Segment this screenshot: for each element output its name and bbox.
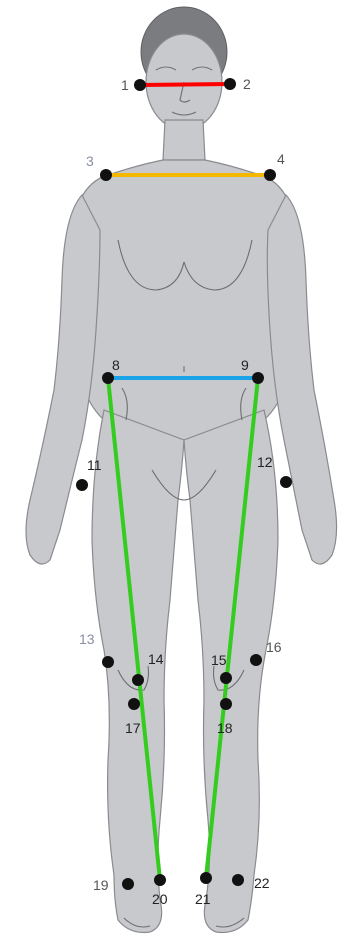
neck-shape — [163, 120, 205, 160]
landmark-point-8 — [102, 372, 114, 384]
landmark-point-11 — [76, 479, 88, 491]
torso-shape — [74, 160, 295, 440]
landmark-label-22: 22 — [254, 875, 270, 891]
landmark-point-9 — [252, 372, 264, 384]
landmark-label-3: 3 — [86, 153, 94, 169]
head-width-line — [140, 84, 230, 85]
landmark-label-14: 14 — [148, 651, 164, 667]
landmark-point-18 — [220, 698, 232, 710]
left-arm-shape — [26, 195, 100, 564]
landmark-point-13 — [102, 656, 114, 668]
right-leg-shape — [184, 410, 278, 933]
landmark-label-2: 2 — [243, 76, 251, 92]
landmark-label-16: 16 — [266, 639, 282, 655]
landmark-label-17: 17 — [125, 720, 141, 736]
landmark-label-21: 21 — [195, 891, 211, 907]
landmark-point-1 — [134, 79, 146, 91]
landmark-label-12: 12 — [257, 454, 273, 470]
body-silhouette — [26, 7, 337, 933]
landmark-point-16 — [250, 654, 262, 666]
landmark-label-18: 18 — [217, 720, 233, 736]
landmark-label-8: 8 — [112, 357, 120, 373]
landmark-point-14 — [132, 674, 144, 686]
landmark-label-9: 9 — [241, 357, 249, 373]
landmark-label-19: 19 — [93, 877, 109, 893]
landmark-point-22 — [232, 874, 244, 886]
landmark-label-4: 4 — [277, 151, 285, 167]
landmark-label-11: 11 — [87, 457, 102, 473]
landmark-point-21 — [200, 872, 212, 884]
landmark-point-2 — [224, 78, 236, 90]
landmark-point-15 — [220, 672, 232, 684]
landmark-point-12 — [280, 476, 292, 488]
landmark-point-3 — [100, 169, 112, 181]
landmark-point-20 — [154, 874, 166, 886]
landmark-label-20: 20 — [152, 891, 168, 907]
landmark-point-19 — [122, 878, 134, 890]
landmark-point-4 — [264, 169, 276, 181]
landmark-point-17 — [128, 698, 140, 710]
landmark-label-13: 13 — [79, 631, 95, 647]
landmark-label-1: 1 — [121, 77, 129, 93]
landmark-label-15: 15 — [211, 652, 227, 668]
